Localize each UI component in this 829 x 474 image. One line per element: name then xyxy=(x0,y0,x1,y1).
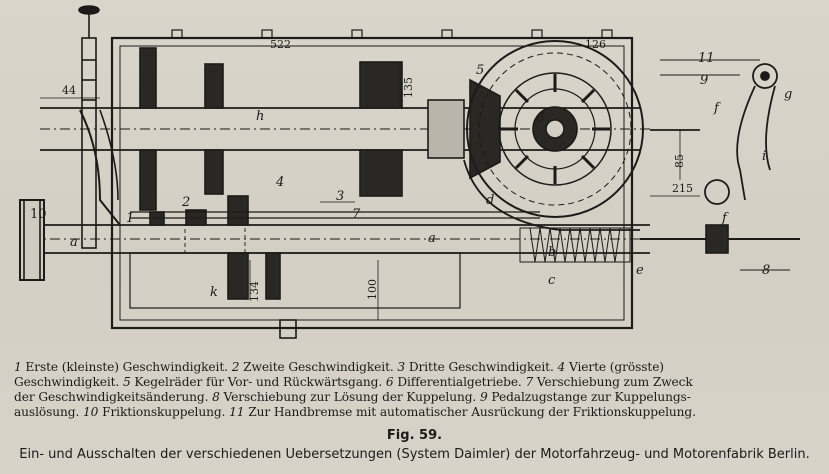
caption-text: Zur Handbremse mit automatischer Ausrück… xyxy=(244,405,696,419)
caption-text: Dritte Geschwindigkeit. xyxy=(405,360,558,374)
gear-1-upper xyxy=(139,47,157,211)
label-f-bottom: f xyxy=(721,211,729,226)
caption-num: 1 xyxy=(14,360,22,374)
label-d: d xyxy=(486,193,494,208)
label-8: 8 xyxy=(762,263,770,278)
caption-text: Erste (kleinste) Geschwindigkeit. xyxy=(21,360,232,374)
bevel-gear-5 xyxy=(469,78,501,180)
label-f-top: f xyxy=(713,101,721,116)
caption-text: Friktionskuppelung. xyxy=(98,405,230,419)
dim-100: 100 xyxy=(366,279,379,300)
caption-num: 10 xyxy=(83,405,99,419)
caption-num: 2 xyxy=(231,360,240,374)
label-g: g xyxy=(784,87,792,102)
label-a-mid: a xyxy=(428,231,436,246)
label-b: b xyxy=(548,245,556,260)
figure-caption: 1 Erste (kleinste) Geschwindigkeit. 2 Zw… xyxy=(14,360,820,420)
label-2: 2 xyxy=(181,195,190,210)
dim-215: 215 xyxy=(672,182,693,195)
figure-number: Fig. 59. xyxy=(386,428,443,443)
dim-44: 44 xyxy=(62,84,76,97)
label-9: 9 xyxy=(700,73,708,88)
caption-num: 3 xyxy=(397,360,406,374)
dim-85: 85 xyxy=(673,154,686,168)
label-6: 6 xyxy=(536,111,544,126)
caption-text: Verschiebung zur Lösung der Kuppelung. xyxy=(219,390,480,404)
caption-text: Pedalzugstange zur Kuppelungs- xyxy=(487,390,691,404)
oil-filler xyxy=(78,5,100,249)
caption-line-4: auslösung. 10 Friktionskuppelung. 11 Zur… xyxy=(14,405,820,420)
label-i: i xyxy=(762,149,766,164)
caption-num: 5 xyxy=(123,375,131,389)
label-11: 11 xyxy=(698,51,715,66)
caption-line-1: 1 Erste (kleinste) Geschwindigkeit. 2 Zw… xyxy=(14,360,820,375)
caption-text: der Geschwindigkeitsänderung. xyxy=(14,390,213,404)
label-7: 7 xyxy=(352,207,361,222)
label-e: e xyxy=(636,263,644,278)
label-k: k xyxy=(210,285,218,300)
label-3: 3 xyxy=(336,189,344,204)
label-5: 5 xyxy=(476,63,484,78)
differential xyxy=(466,40,644,218)
dim-135: 135 xyxy=(402,77,415,98)
caption-num: 11 xyxy=(229,405,245,419)
label-c: c xyxy=(548,273,556,288)
label-1: 1 xyxy=(126,211,134,226)
label-h: h xyxy=(256,109,264,124)
caption-text: auslösung. xyxy=(14,405,84,419)
pedal-lever xyxy=(650,59,778,205)
label-a-left: a xyxy=(70,235,78,250)
caption-num: 6 xyxy=(385,375,394,389)
caption-text: Geschwindigkeit. xyxy=(14,375,123,389)
caption-text: Verschiebung zum Zweck xyxy=(533,375,693,389)
caption-num: 4 xyxy=(557,360,566,374)
caption-text: Vierte (grösste) xyxy=(565,360,664,374)
caption-text: Differentialgetriebe. xyxy=(393,375,526,389)
caption-text: Kegelräder für Vor- und Rückwärtsgang. xyxy=(130,375,386,389)
drain-bolt xyxy=(279,319,297,339)
clutch-spring xyxy=(519,227,631,263)
caption-text: Zweite Geschwindigkeit. xyxy=(239,360,398,374)
gearbox-drawing: 522 126 135 44 85 215 100 134 1 2 3 4 5 … xyxy=(19,5,800,339)
caption-num: 8 xyxy=(212,390,220,404)
caption-num: 9 xyxy=(479,390,488,404)
caption-line-2: Geschwindigkeit. 5 Kegelräder für Vor- u… xyxy=(14,375,820,390)
caption-line-3: der Geschwindigkeitsänderung. 8 Verschie… xyxy=(14,390,820,405)
housing xyxy=(110,36,634,330)
label-4: 4 xyxy=(275,175,284,190)
bearing xyxy=(427,99,465,159)
housing-bolts xyxy=(171,29,613,39)
dim-134: 134 xyxy=(248,281,261,302)
figure-title: Ein- und Ausschalten der verschiedenen U… xyxy=(19,447,810,462)
dim-522: 522 xyxy=(270,38,291,51)
label-10: 10 xyxy=(30,207,47,222)
gear-3-upper xyxy=(359,61,403,197)
dim-126: 126 xyxy=(585,38,606,51)
caption-num: 7 xyxy=(525,375,534,389)
gear-2-upper xyxy=(204,63,224,195)
pull-rod xyxy=(640,224,800,271)
